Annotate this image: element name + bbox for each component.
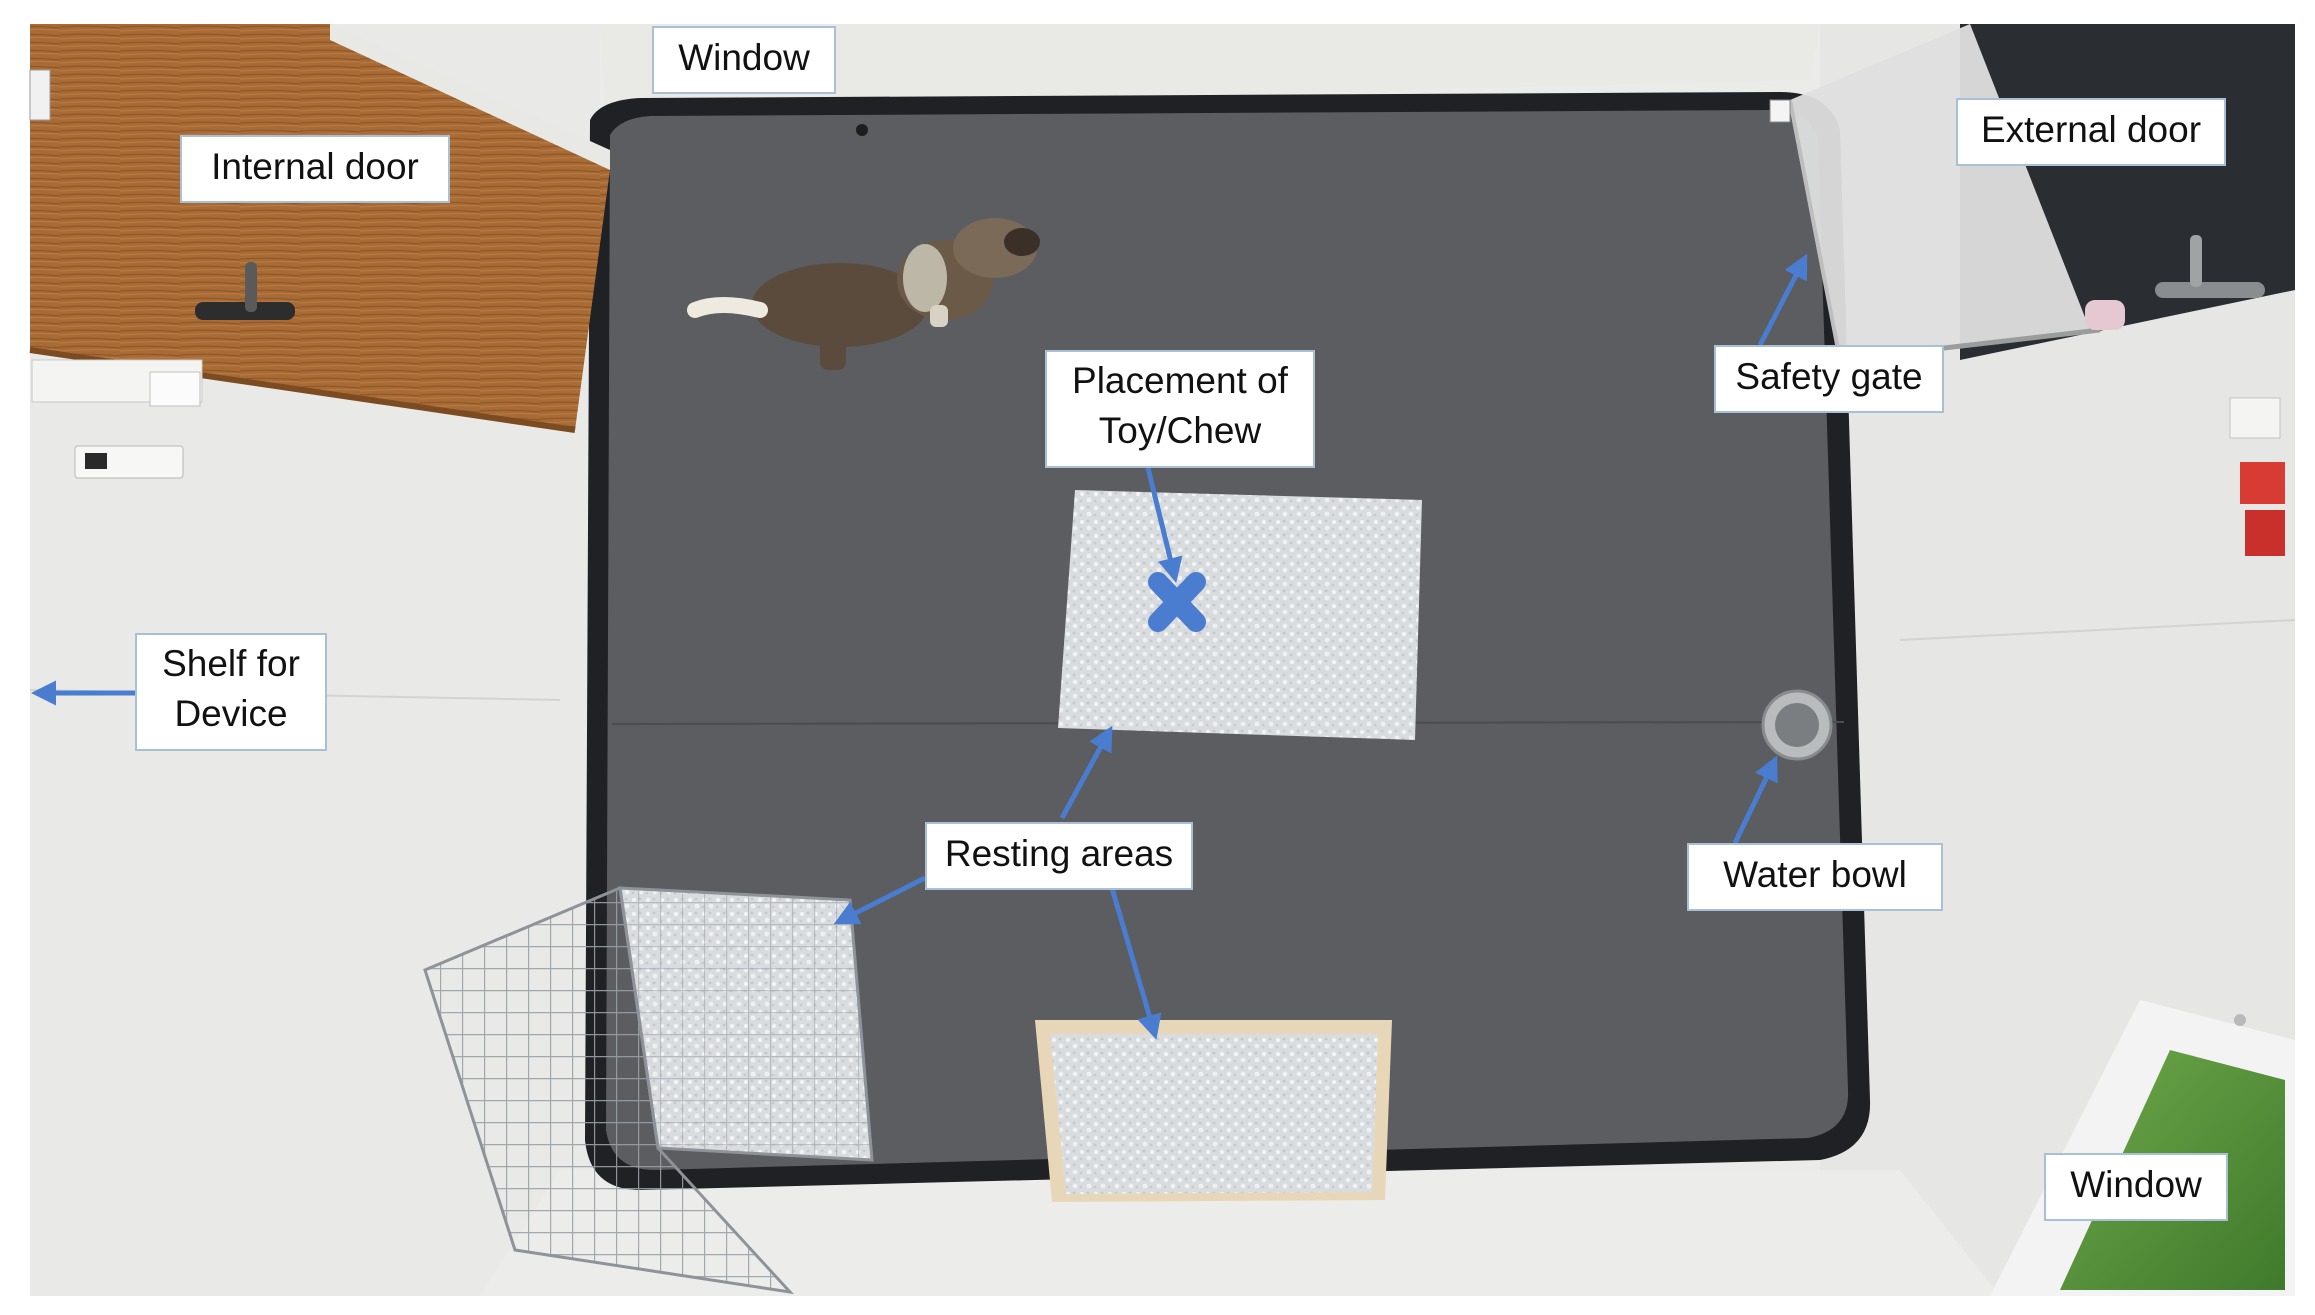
- window-bottom-label: Window: [2044, 1153, 2228, 1221]
- internal-door-label: Internal door: [180, 135, 450, 203]
- dog: [687, 218, 1040, 370]
- safety-gate-label: Safety gate: [1714, 345, 1944, 413]
- water-bowl-icon: [1761, 689, 1833, 761]
- central-mat: [1058, 490, 1422, 740]
- window-top-label: Window: [652, 26, 836, 94]
- thermostat-icon: [74, 445, 184, 479]
- resting-areas-label: Resting areas: [925, 822, 1193, 890]
- safety-gate: [1790, 24, 2090, 360]
- top-wall: [600, 24, 1820, 110]
- door-handle-icon: [195, 262, 295, 320]
- x-mark-icon: [1148, 572, 1206, 632]
- water-bowl-label: Water bowl: [1687, 843, 1943, 911]
- fire-alarm-icon: [2240, 462, 2285, 504]
- internal-door: [30, 24, 610, 430]
- bottom-bed: [1035, 1020, 1392, 1202]
- external-door-handle-icon: [2155, 235, 2265, 298]
- annotation-arrows: [31, 253, 1808, 1040]
- bottom-wall: [480, 1170, 2000, 1296]
- dog-crate: [423, 885, 874, 1295]
- external-door-label: External door: [1956, 98, 2226, 166]
